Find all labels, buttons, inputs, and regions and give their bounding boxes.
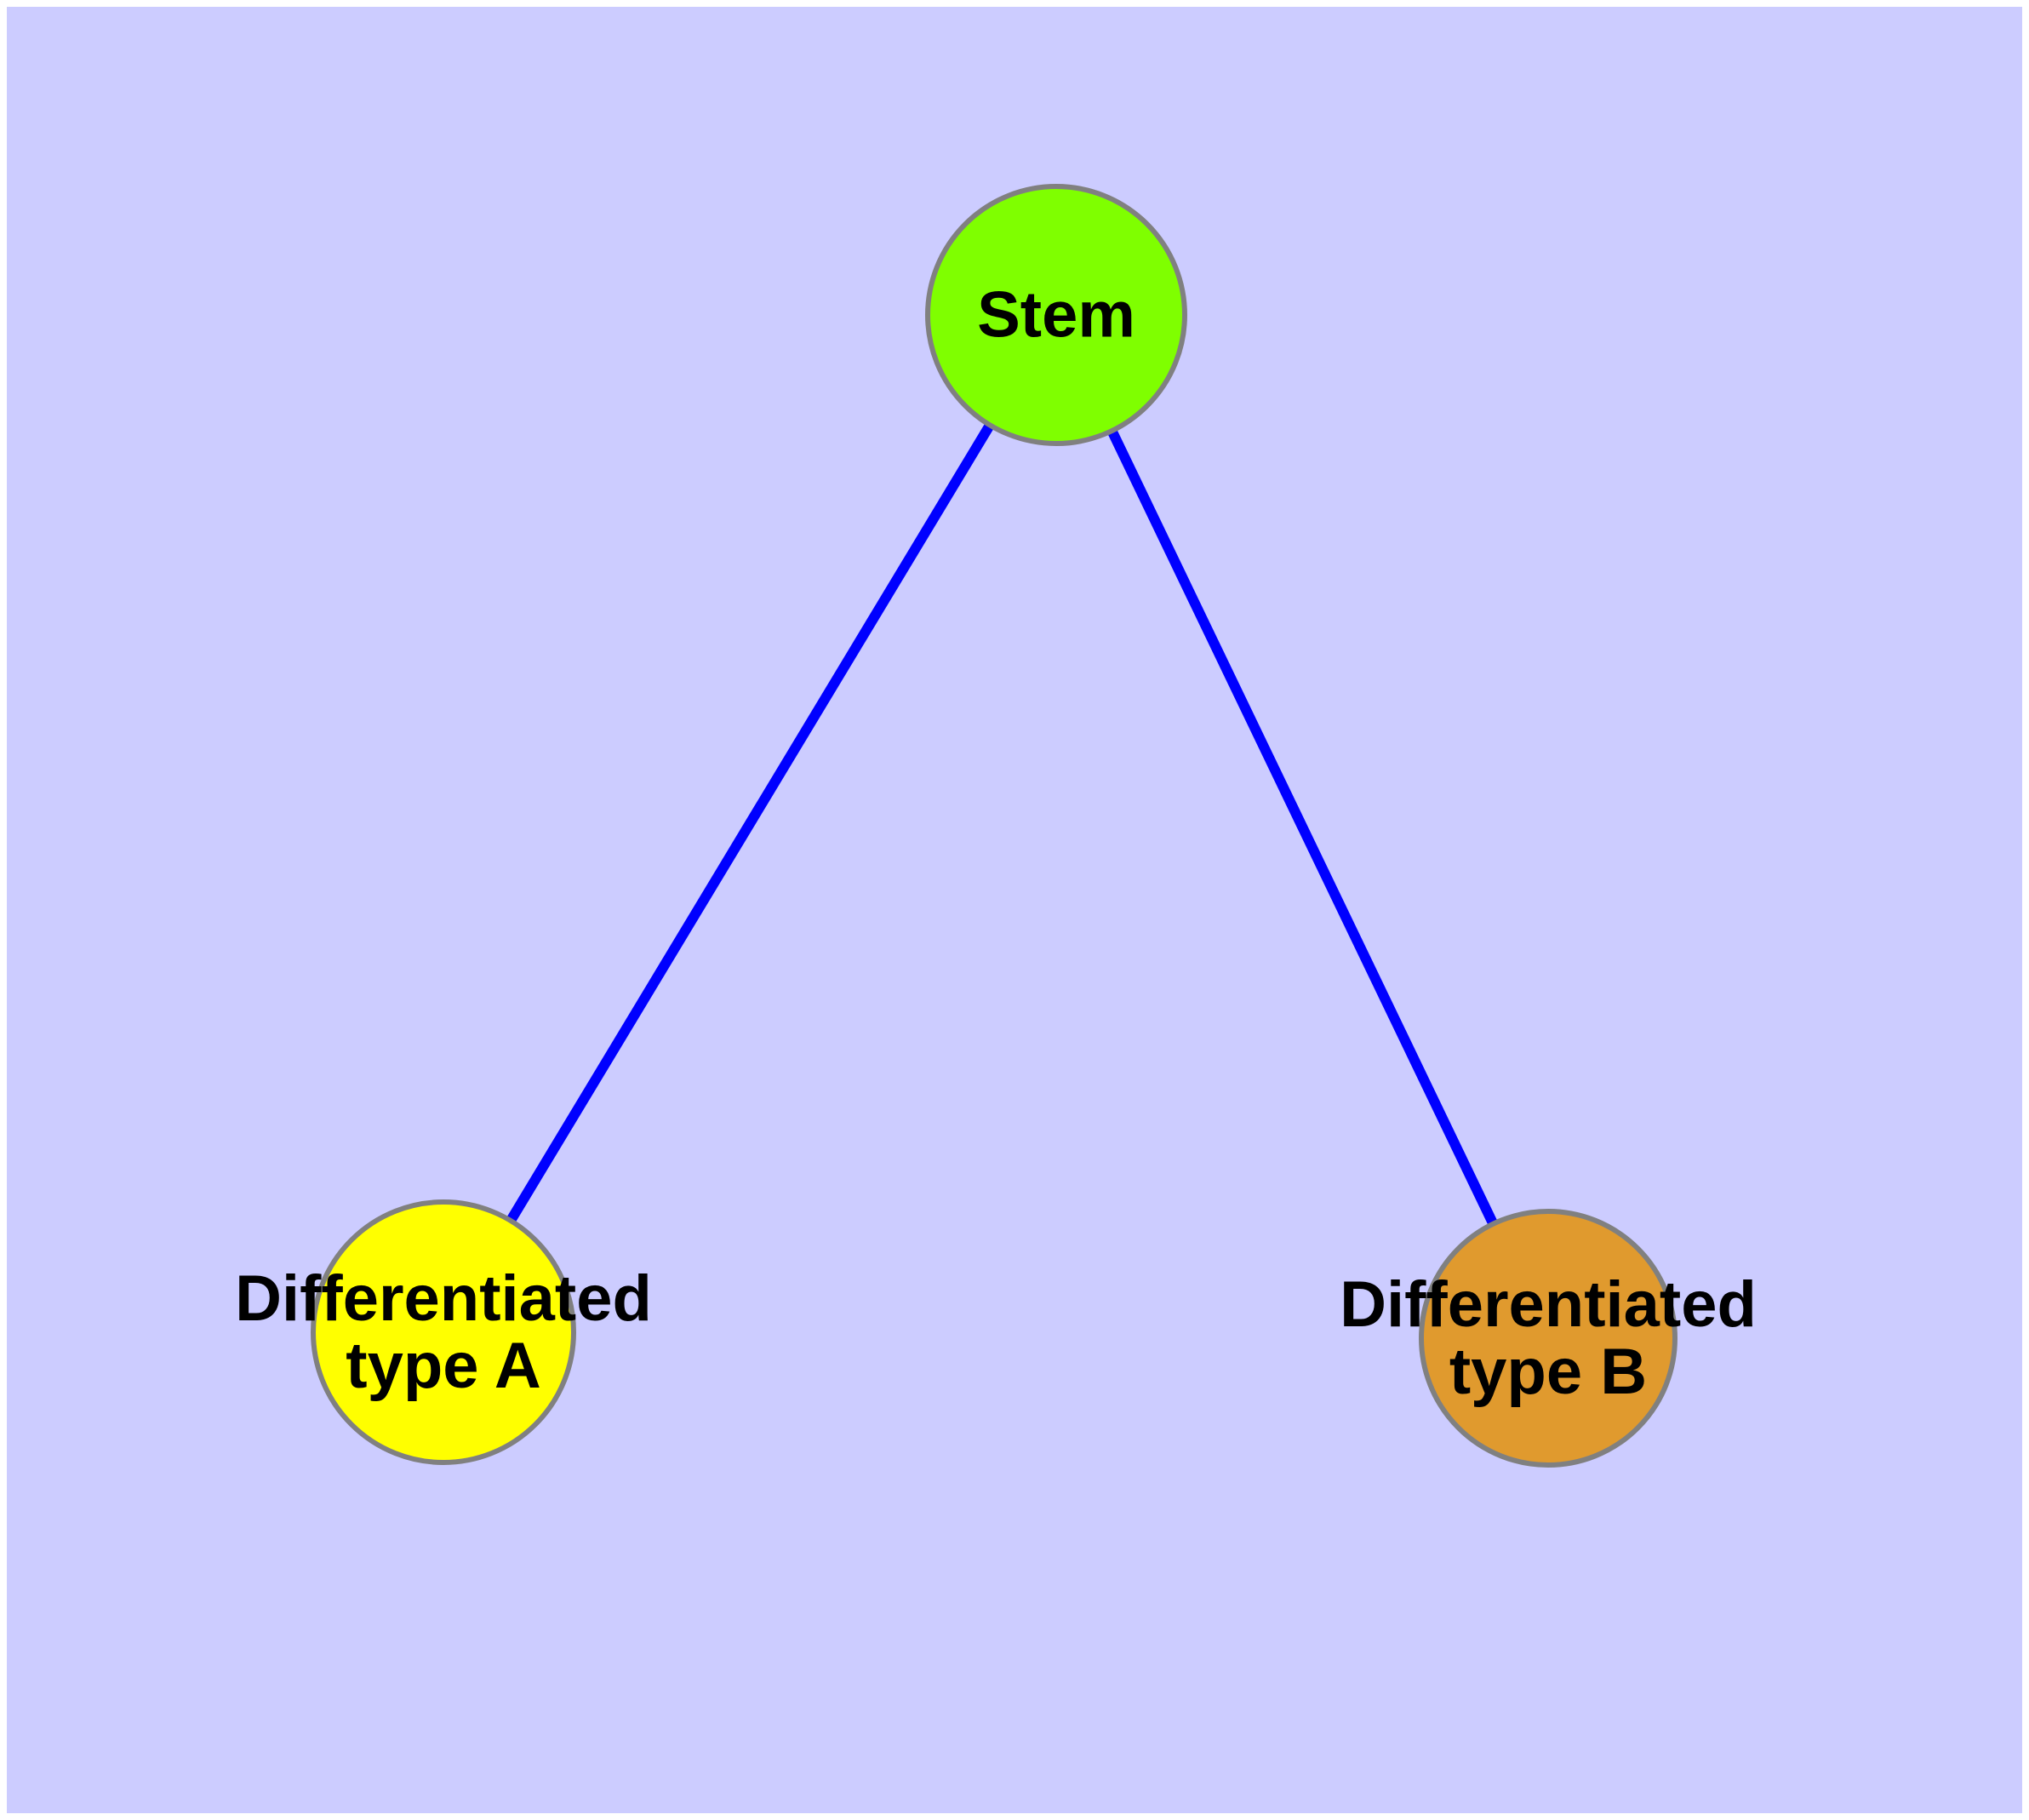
nodes-group — [311, 184, 1677, 1468]
graph-edge-stem-diff_a[interactable] — [438, 312, 1061, 1336]
graph-node-diff_a[interactable] — [311, 1199, 576, 1465]
graph-svg — [311, 184, 1677, 1468]
edges-group — [438, 312, 1553, 1341]
graph-node-stem[interactable] — [925, 184, 1187, 446]
graph-node-diff_b[interactable] — [1419, 1209, 1677, 1468]
graph-edge-stem-diff_b[interactable] — [1051, 312, 1553, 1341]
